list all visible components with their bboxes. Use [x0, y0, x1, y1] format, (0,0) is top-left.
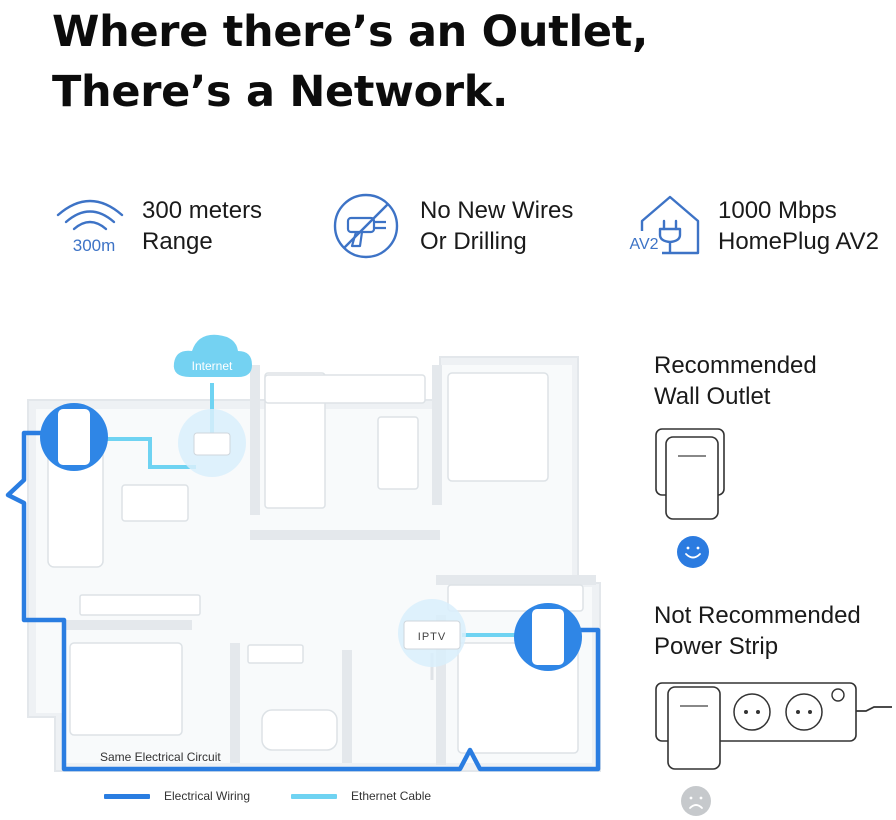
sad-face-icon [681, 786, 711, 816]
circuit-label: Same Electrical Circuit [100, 750, 221, 764]
router-device [178, 409, 246, 477]
not-recommended-line-2: Power Strip [654, 633, 779, 660]
powerline-adapter-right [514, 603, 582, 671]
powerline-adapter-left [40, 403, 108, 471]
recommended-line-1: Recommended [654, 352, 817, 379]
iptv-device: IPTV [398, 599, 466, 667]
legend-ethernet-swatch [291, 793, 337, 799]
internet-cloud: Internet [173, 334, 252, 377]
not-recommended-line-1: Not Recommended [654, 602, 861, 629]
feature-homeplug-line-1: 1000 Mbps [718, 197, 837, 224]
adapter-on-wall [665, 436, 719, 520]
feature-homeplug-line-2: HomePlug AV2 [718, 228, 879, 255]
house-plug-icon: AV2 [628, 195, 700, 255]
happy-face-icon [677, 536, 709, 568]
strip-switch [831, 688, 845, 702]
internet-label: Internet [192, 359, 233, 373]
recommended-title: Recommended Wall Outlet [654, 350, 817, 412]
wifi-range-icon: 300m [56, 199, 124, 255]
legend-ethernet: Ethernet Cable [291, 788, 431, 804]
electrical-wiring-path [5, 430, 601, 772]
feature-range-line-2: Range [142, 228, 213, 255]
recommended-line-2: Wall Outlet [654, 383, 771, 410]
floor-plan-illustration: Internet IPTV Same Electrical Circuit [5, 334, 601, 772]
no-drill-icon [333, 193, 399, 259]
not-recommended-title: Not Recommended Power Strip [654, 600, 861, 662]
iptv-label: IPTV [418, 631, 446, 643]
strip-cable [856, 706, 892, 712]
range-icon-label: 300m [73, 236, 116, 255]
power-strip-illustration [655, 682, 892, 770]
feature-homeplug: AV2 1000 Mbps HomePlug AV2 [628, 190, 879, 262]
feature-range-line-1: 300 meters [142, 197, 263, 224]
strip-socket-1 [733, 693, 771, 731]
strip-socket-2 [785, 693, 823, 731]
wall-outlet-illustration [655, 428, 725, 520]
headline-line-2: There’s a Network. [52, 67, 509, 117]
av2-icon-label: AV2 [629, 236, 658, 253]
legend-electrical-label: Electrical Wiring [164, 789, 251, 803]
legend-electrical-swatch [104, 793, 150, 799]
feature-no-wires: No New Wires Or Drilling [330, 190, 573, 262]
legend-ethernet-label: Ethernet Cable [351, 789, 432, 803]
ethernet-cable-left [96, 437, 196, 469]
adapter-on-strip [667, 686, 721, 770]
headline: Where there’s an Outlet, There’s a Netwo… [52, 2, 648, 122]
legend-electrical: Electrical Wiring [104, 788, 250, 804]
feature-no-wires-line-2: Or Drilling [420, 228, 527, 255]
headline-line-1: Where there’s an Outlet, [52, 7, 649, 57]
interior-walls [62, 365, 596, 765]
feature-range: 300m 300 meters Range [52, 190, 262, 262]
feature-no-wires-line-1: No New Wires [420, 197, 574, 224]
